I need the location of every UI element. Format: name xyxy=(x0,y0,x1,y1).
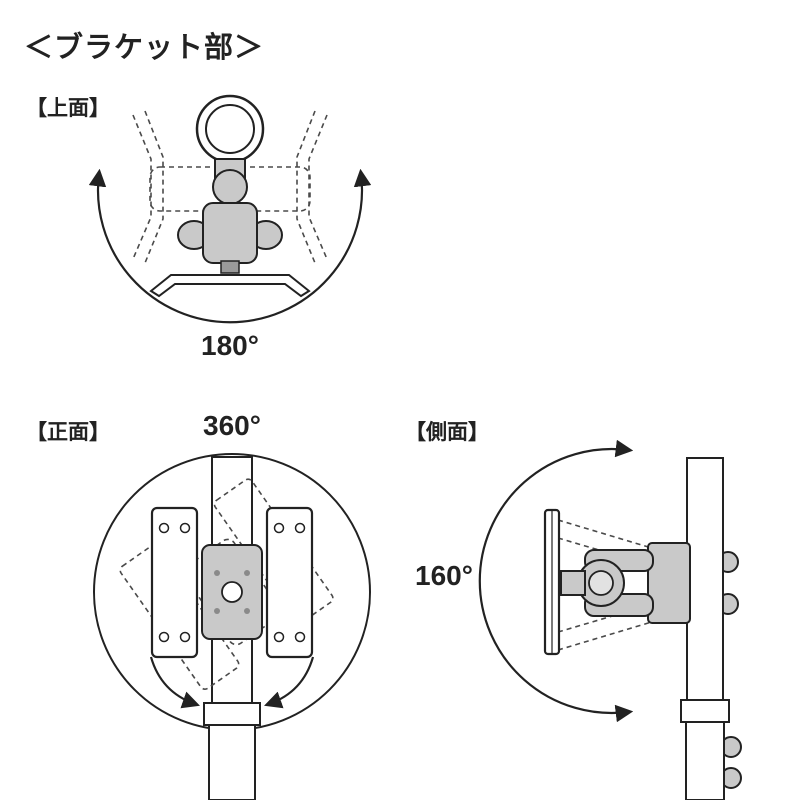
front-view-label: 【正面】 xyxy=(26,421,110,444)
top-view-angle: 180° xyxy=(201,330,259,361)
side-view-drawing xyxy=(478,440,742,800)
side-plate-connector xyxy=(560,570,586,596)
side-tilt-joint-hub xyxy=(588,570,614,596)
top-view-drawing xyxy=(88,94,372,324)
top-pole-ring-inner xyxy=(205,104,255,154)
front-pole-collar xyxy=(203,702,261,726)
front-plate-holes xyxy=(158,522,306,643)
front-view-drawing xyxy=(93,453,371,800)
front-vesa-plates xyxy=(150,506,314,659)
side-tilt-arc xyxy=(478,440,634,723)
top-bracket-body xyxy=(177,202,283,274)
page-title: ＜ブラケット部＞ xyxy=(24,32,265,64)
side-pole-collar xyxy=(680,699,730,723)
front-rotation-arrow-left xyxy=(149,656,200,709)
side-pole-lower xyxy=(685,721,725,800)
side-pole-upper xyxy=(686,457,724,701)
side-pole-clamp xyxy=(647,542,691,624)
top-rotation-arc xyxy=(88,168,372,324)
front-rotation-arrow-right xyxy=(264,656,315,709)
side-bracket-arms xyxy=(584,549,654,617)
side-view-angle: 160° xyxy=(415,560,473,591)
front-view-angle: 360° xyxy=(203,410,261,441)
top-view-label: 【上面】 xyxy=(26,97,110,120)
top-pivot-joint xyxy=(212,169,248,205)
front-hub-center-hole xyxy=(221,581,243,603)
front-pole-lower xyxy=(208,724,256,800)
front-hub-screws xyxy=(214,570,250,614)
side-view-label: 【側面】 xyxy=(405,421,489,444)
top-vesa-plate-edge xyxy=(149,274,311,298)
